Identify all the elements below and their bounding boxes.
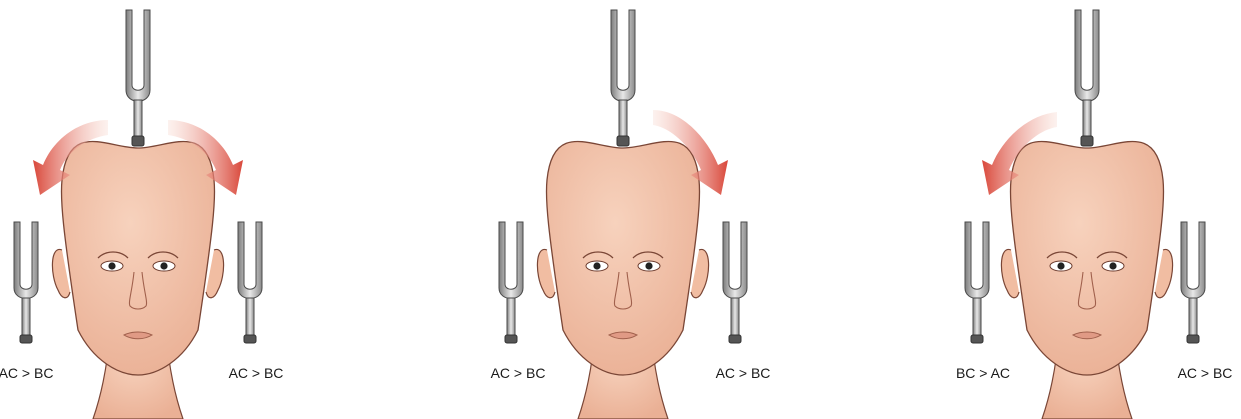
center-tuning-fork — [126, 10, 150, 146]
head-illustration — [537, 141, 708, 419]
right-fork-label: AC > BC — [1178, 365, 1233, 381]
left-tuning-fork — [965, 222, 989, 343]
left-tuning-fork — [14, 222, 38, 343]
right-tuning-fork — [1181, 222, 1205, 343]
panel-3: BC > AC AC > BC — [956, 10, 1232, 419]
left-fork-label: AC > BC — [0, 365, 53, 381]
center-tuning-fork — [611, 10, 635, 146]
panel-1: AC > BC AC > BC — [0, 10, 283, 419]
right-tuning-fork — [238, 222, 262, 343]
right-fork-label: AC > BC — [716, 365, 771, 381]
panel-2: AC > BC AC > BC — [491, 10, 771, 419]
left-fork-label: BC > AC — [956, 365, 1010, 381]
center-tuning-fork — [1075, 10, 1099, 146]
head-illustration — [1001, 141, 1172, 419]
head-illustration — [52, 141, 223, 419]
left-fork-label: AC > BC — [491, 365, 546, 381]
right-tuning-fork — [723, 222, 747, 343]
right-fork-label: AC > BC — [229, 365, 284, 381]
left-tuning-fork — [499, 222, 523, 343]
